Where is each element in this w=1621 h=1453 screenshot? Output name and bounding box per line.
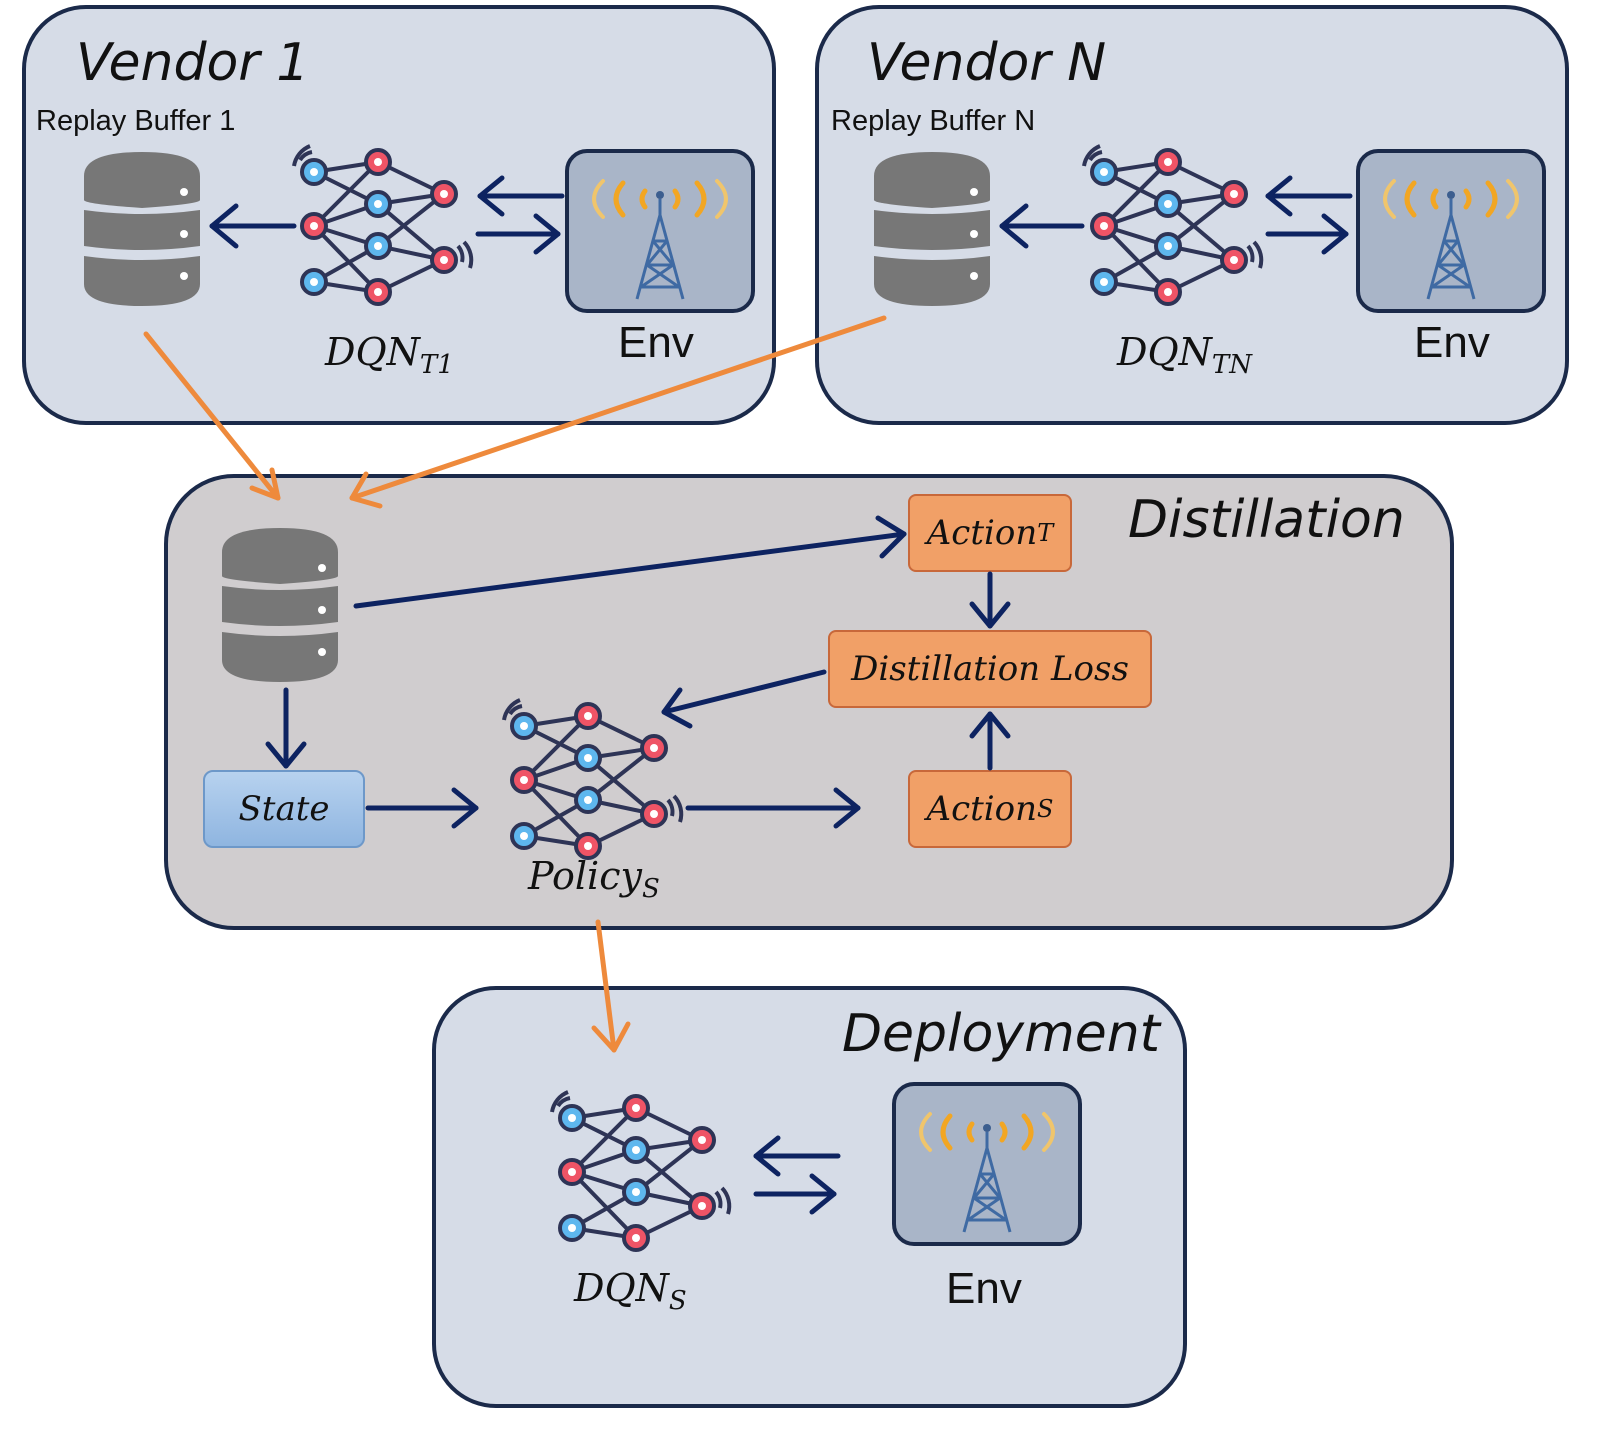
buffer-n-to-distillation-arrow (349, 315, 887, 509)
nn-to-buffer-1-arrow (209, 203, 297, 249)
deployment-env-label: Env (946, 1264, 1022, 1313)
distillation-title: Distillation (1128, 490, 1405, 550)
vendor-1-env-label: Env (618, 318, 694, 367)
vendor-n-title: Vendor N (867, 33, 1107, 93)
action-t-to-loss-arrow (969, 571, 1011, 629)
replay-buffer-1-label: Replay Buffer 1 (36, 105, 236, 137)
vendor-1-title: Vendor 1 (76, 33, 310, 93)
env-to-nn-n-arrow (1265, 175, 1353, 217)
nn-to-env-1-arrow (475, 213, 561, 255)
policy-s-label: PolicyS (528, 854, 660, 904)
policy-to-deployment-arrow (591, 919, 631, 1053)
orange-arrows (143, 315, 887, 1053)
dqn-s-label: DQNS (574, 1266, 687, 1316)
action-s-to-loss-arrow (969, 711, 1011, 771)
buffer-1-to-distillation-arrow (143, 331, 281, 501)
replay-buffer-n-label: Replay Buffer N (831, 105, 1036, 137)
dqn-s-to-env-arrow (753, 1173, 837, 1215)
nn-to-env-n-arrow (1265, 213, 1349, 255)
deployment-env-box (892, 1082, 1082, 1246)
state-box: State (203, 770, 365, 848)
distillation-panel: Distillation (164, 474, 1454, 930)
state-to-policy-arrow (365, 787, 479, 829)
env-to-dqn-s-arrow (753, 1135, 841, 1177)
distillation-loss-box: Distillation Loss (828, 630, 1152, 708)
buffer-to-action-t-arrow (353, 515, 907, 609)
dqn-t1-label: DQNT1 (325, 330, 454, 380)
vendor-n-env-label: Env (1414, 318, 1490, 367)
policy-to-action-s-arrow (685, 787, 861, 829)
dark-arrows (209, 175, 1353, 1215)
deployment-title: Deployment (842, 1004, 1161, 1064)
loss-to-policy-arrow (661, 669, 827, 729)
dqn-tn-label: DQNTN (1117, 330, 1252, 380)
buffer-to-state-arrow (265, 687, 307, 769)
vendor-n-env-box (1356, 149, 1546, 313)
env-to-nn-1-arrow (477, 175, 565, 217)
nn-to-buffer-n-arrow (999, 203, 1085, 249)
vendor-1-env-box (565, 149, 755, 313)
